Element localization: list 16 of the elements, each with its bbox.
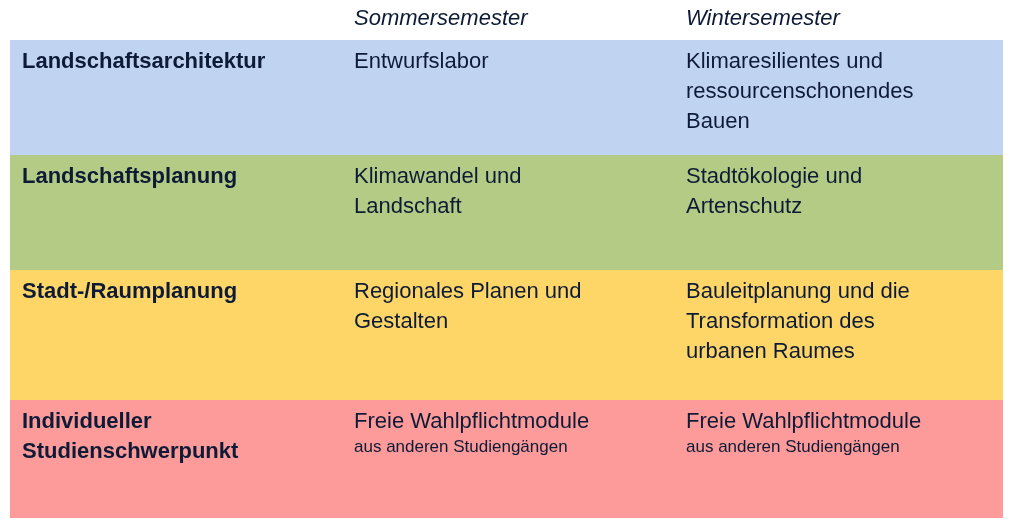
column-header: Wintersemester xyxy=(686,4,842,32)
module-name: Bauleitplanung und die Transformation des urbanen Raumes xyxy=(686,277,911,365)
module-name: Freie Wahlpflichtmodule xyxy=(686,407,923,435)
row-header: Individueller Studienschwerpunkt xyxy=(22,407,240,465)
module-name: Klimawandel und Landschaft xyxy=(354,162,523,220)
module-name: Entwurfslabor xyxy=(354,47,490,75)
row-header: Stadt-/Raumplanung xyxy=(22,277,239,305)
module-name: Stadtökologie und Artenschutz xyxy=(686,162,864,220)
module-name: Freie Wahlpflichtmodule xyxy=(354,407,591,435)
module-note: aus anderen Studiengängen xyxy=(354,436,569,458)
row-header: Landschaftsplanung xyxy=(22,162,239,190)
column-header: Sommersemester xyxy=(354,4,530,32)
module-name: Klimaresilientes und ressourcenschonendes Bauen xyxy=(686,47,915,135)
module-name: Regionales Planen und Gestalten xyxy=(354,277,583,335)
module-note: aus anderen Studiengängen xyxy=(686,436,901,458)
row-header: Landschaftsarchitektur xyxy=(22,47,267,75)
